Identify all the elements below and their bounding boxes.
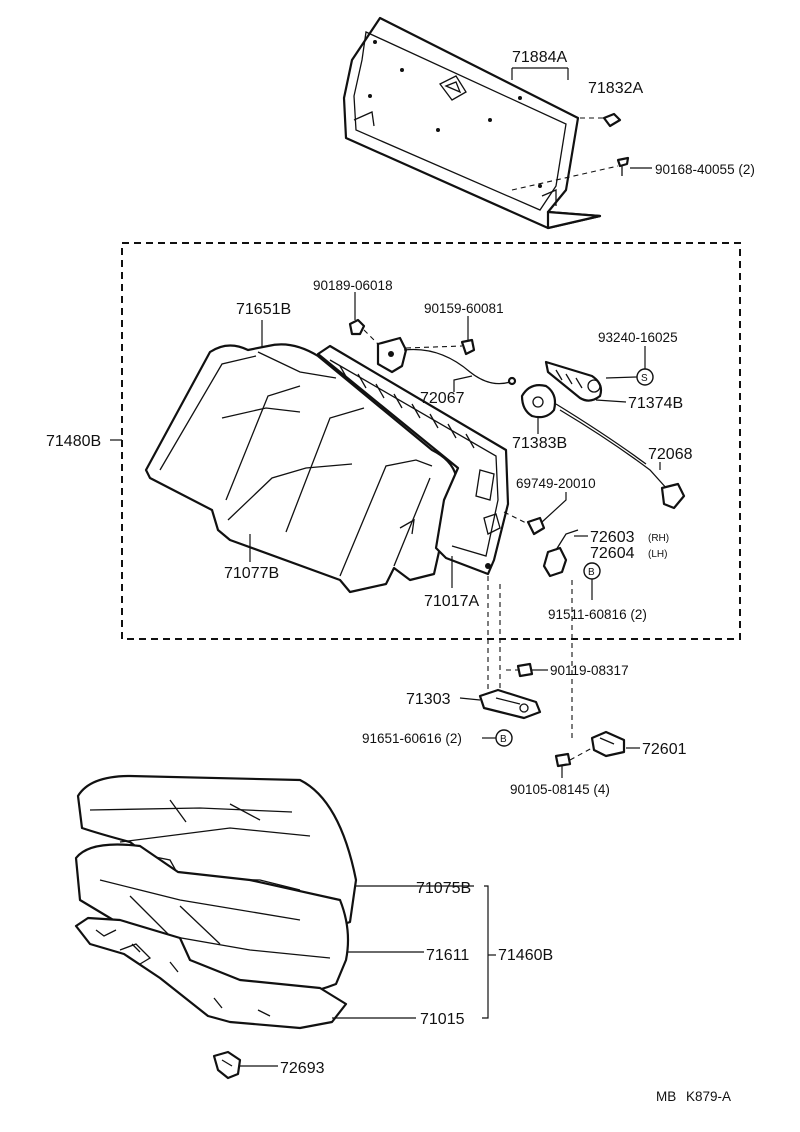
label-72604: 72604 xyxy=(590,545,635,562)
package-tray-panel xyxy=(342,16,602,230)
label-72068: 72068 xyxy=(648,446,693,463)
hinge-71303 xyxy=(478,688,542,720)
bolt-90119 xyxy=(516,662,534,678)
hinge-bracket xyxy=(376,336,408,374)
marker-b-2: B xyxy=(500,734,507,745)
label-71611: 71611 xyxy=(426,947,469,964)
label-71075B: 71075B xyxy=(416,880,471,897)
label-72693: 72693 xyxy=(280,1060,325,1077)
label-90189-06018: 90189-06018 xyxy=(313,278,393,293)
label-71077B: 71077B xyxy=(224,565,279,582)
marker-s: S xyxy=(641,373,648,384)
clip-72693 xyxy=(212,1050,242,1080)
footer-code: K879-A xyxy=(686,1089,731,1104)
label-71460B: 71460B xyxy=(498,947,553,964)
release-rod-72068 xyxy=(555,403,686,510)
label-72067: 72067 xyxy=(420,390,465,407)
label-90119-08317: 90119-08317 xyxy=(550,663,629,678)
label-69749-20010: 69749-20010 xyxy=(516,476,596,491)
label-72603: 72603 xyxy=(590,529,635,546)
footer-prefix: MB xyxy=(656,1089,676,1104)
label-71832A: 71832A xyxy=(588,80,643,97)
release-cable-72067 xyxy=(403,348,511,385)
label-71383B: 71383B xyxy=(512,435,567,452)
striker-72601 xyxy=(590,730,626,758)
seatback-cushion xyxy=(144,343,458,594)
label-71480B: 71480B xyxy=(46,433,101,450)
label-72601: 72601 xyxy=(642,741,687,758)
nut-90189 xyxy=(348,318,366,336)
label-71884A: 71884A xyxy=(512,49,567,66)
label-71017A: 71017A xyxy=(424,593,479,610)
label-71015: 71015 xyxy=(420,1011,465,1028)
label-93240-16025: 93240-16025 xyxy=(598,330,678,345)
label-90105-08145: 90105-08145 (4) xyxy=(510,782,610,797)
label-72603-side: (RH) xyxy=(648,533,669,544)
lock-knob-71383B xyxy=(520,384,557,419)
label-91511-60816: 91511-60816 (2) xyxy=(548,607,647,622)
label-71651B: 71651B xyxy=(236,301,291,318)
seatback-frame xyxy=(316,344,510,576)
marker-b-1: B xyxy=(588,567,595,578)
screw-90168 xyxy=(616,156,630,176)
bolt-90105 xyxy=(554,752,572,768)
hinge-cover-69749 xyxy=(526,516,546,536)
lock-lever-71374B xyxy=(544,360,603,402)
label-72604-side: (LH) xyxy=(648,549,667,560)
label-90159-60081: 90159-60081 xyxy=(424,301,504,316)
assembly-boundary-box xyxy=(121,242,741,640)
striker-72603-72604 xyxy=(542,529,579,578)
label-71303: 71303 xyxy=(406,691,451,708)
label-71374B: 71374B xyxy=(628,395,683,412)
seat-frame-71015 xyxy=(74,916,348,1030)
retainer-clip xyxy=(602,112,622,128)
label-90168-40055: 90168-40055 (2) xyxy=(655,162,755,177)
label-91651-60616: 91651-60616 (2) xyxy=(362,731,462,746)
bolt-90159 xyxy=(460,338,476,356)
